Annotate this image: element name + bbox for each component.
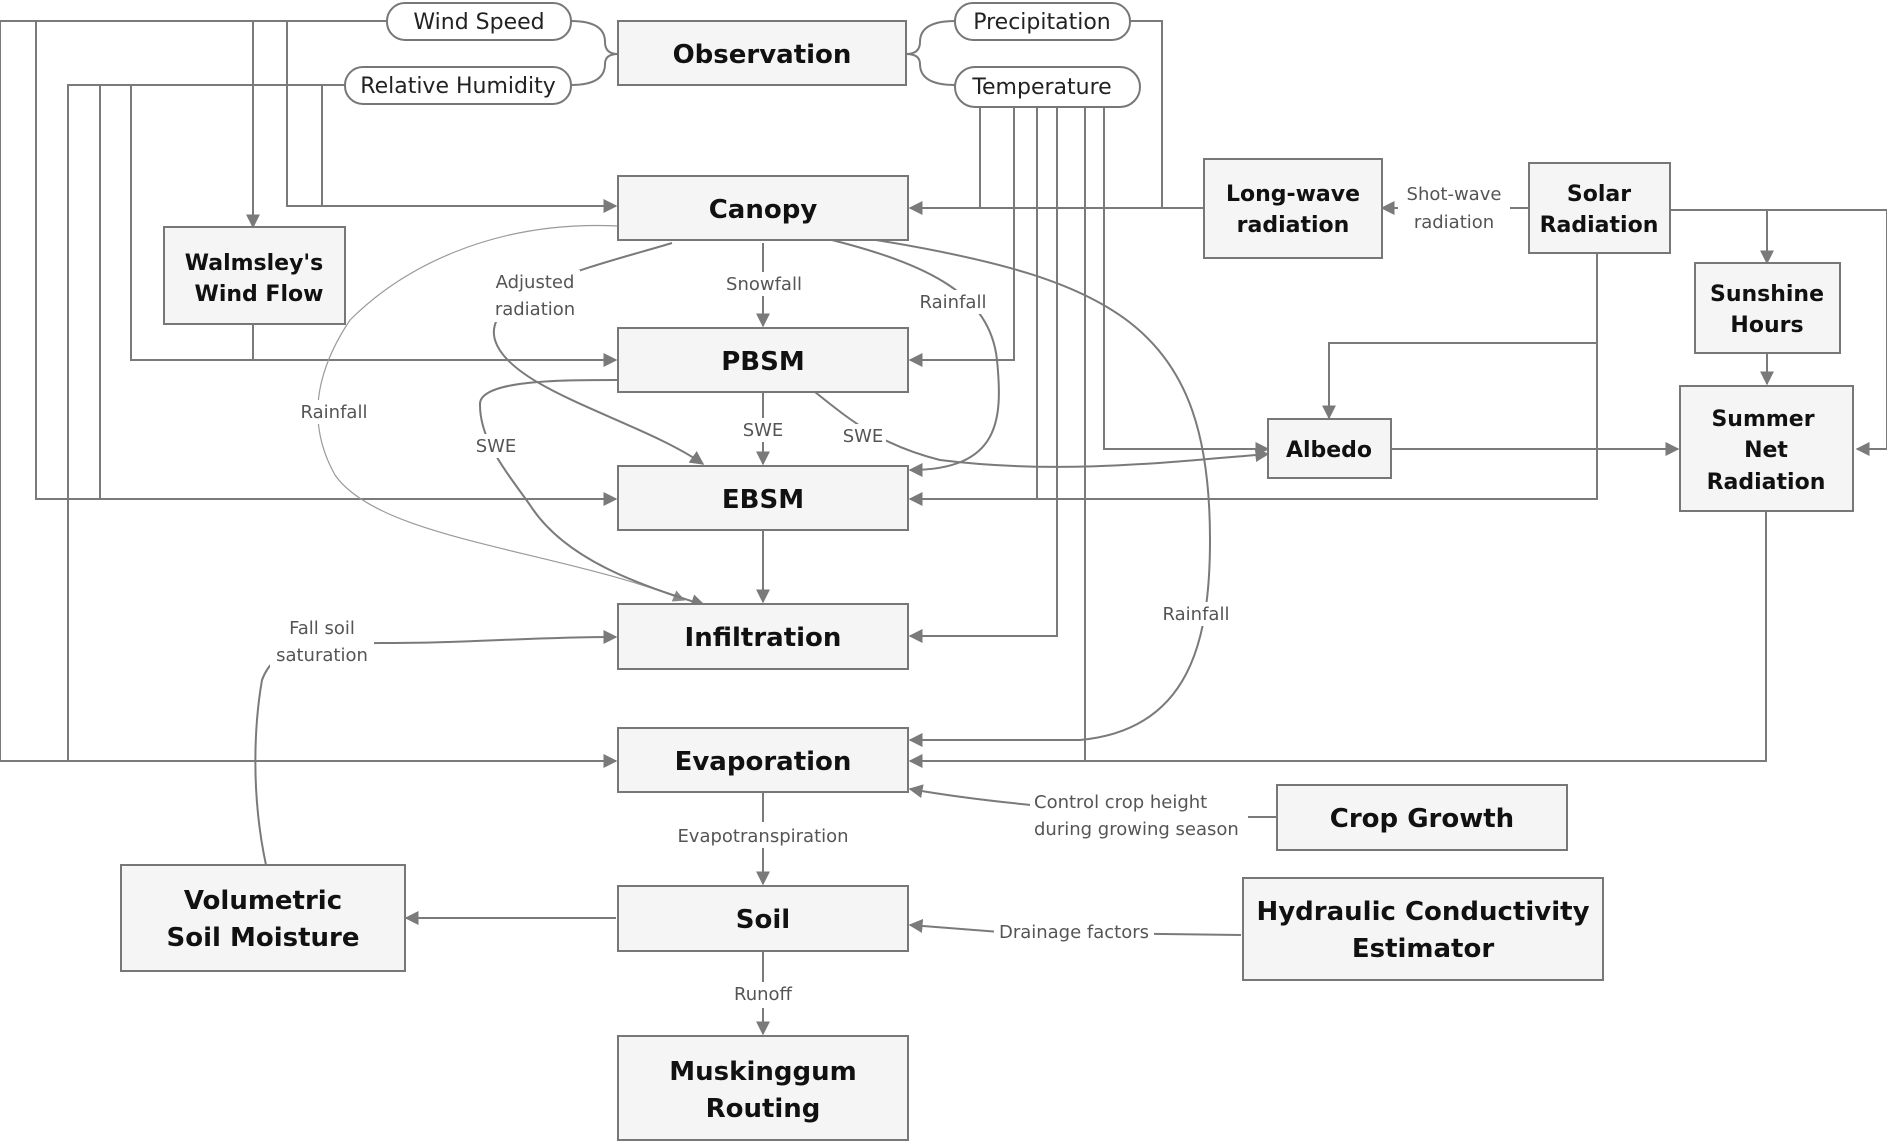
label-adjusted-line1: Adjusted: [496, 272, 575, 293]
edge-precipitation-canopy: [980, 20, 1163, 209]
node-walmsley-line1: Walmsley's: [185, 251, 324, 276]
node-soil: [617, 885, 909, 952]
node-volumetric-line1: Volumetric: [184, 886, 342, 916]
node-sunshine-line1: Sunshine: [1710, 282, 1824, 307]
label-swe-right: SWE: [843, 426, 884, 447]
edge-pbsm-infiltration-swe: [478, 379, 706, 608]
node-longwave: [1203, 158, 1383, 259]
label-drainage: Drainage factors: [999, 922, 1149, 943]
edge-temp-albedo: [1103, 107, 1270, 456]
label-snowfall: Snowfall: [726, 274, 802, 295]
edge-temp-infiltration: [908, 107, 1058, 643]
node-summer-net: [1679, 385, 1854, 512]
edge-observation-brace-left: [570, 20, 619, 86]
label-swe-left: SWE: [476, 436, 517, 457]
node-solar: [1528, 162, 1671, 254]
node-crop-growth-label: Crop Growth: [1330, 804, 1514, 834]
input-pills: Wind Speed Relative Humidity Precipitati…: [344, 2, 1141, 108]
node-infiltration: [617, 603, 909, 670]
edge-pbsm-albedo-swe: [814, 391, 1270, 468]
pill-wind-speed-label: Wind Speed: [413, 10, 544, 35]
label-control-line1: Control crop height: [1034, 792, 1207, 813]
edge-solar-summer: [1767, 209, 1887, 456]
node-ebsm-label: EBSM: [722, 485, 804, 515]
edge-solar-sunshine: [1670, 209, 1774, 265]
nodes: Observation Canopy Walmsley's Wind Flow …: [120, 20, 1854, 1141]
node-hydraulic: [1242, 877, 1604, 981]
node-albedo: [1267, 418, 1392, 479]
node-pbsm: [617, 327, 909, 393]
pill-relative-humidity: [344, 66, 572, 105]
label-adjusted-line2: radiation: [495, 299, 575, 320]
node-walmsley: [163, 226, 346, 325]
node-pbsm-label: PBSM: [721, 347, 804, 377]
edge-volumetric-infiltration: [254, 630, 618, 866]
pill-precipitation: [954, 2, 1131, 41]
node-summer-line1: Summer: [1711, 407, 1814, 432]
label-rainfall-canopy-ebsm: Rainfall: [920, 292, 987, 313]
edge-wind-speed-ebsm: [35, 21, 618, 506]
edge-temp-pbsm: [908, 107, 1015, 367]
pill-precipitation-label: Precipitation: [973, 10, 1111, 35]
node-crop-growth: [1276, 784, 1568, 851]
edge-canopy-ebsm-adjusted: [492, 242, 705, 465]
label-evapotranspiration: Evapotranspiration: [677, 826, 848, 847]
pill-wind-speed: [386, 2, 572, 41]
node-ebsm: [617, 465, 909, 531]
label-rainfall-right: Rainfall: [1163, 604, 1230, 625]
label-fall-soil-line1: Fall soil: [289, 618, 355, 639]
edge-summer-evaporation: [908, 512, 1767, 768]
node-observation: [617, 20, 907, 86]
node-volumetric-line2: Soil Moisture: [167, 923, 360, 953]
edge-observation-brace-right: [905, 20, 956, 86]
node-walmsley-line2: Wind Flow: [195, 282, 324, 307]
node-hydraulic-line1: Hydraulic Conductivity: [1256, 897, 1589, 927]
edge-solar-ebsm: [908, 254, 1598, 506]
node-summer-line2: Net: [1744, 438, 1788, 463]
node-sunshine-line2: Hours: [1730, 313, 1803, 338]
node-albedo-label: Albedo: [1286, 438, 1372, 463]
edge-canopy-evaporation-rainfall: [875, 239, 1212, 747]
edge-rh-pbsm: [130, 85, 618, 367]
node-canopy-label: Canopy: [709, 195, 818, 225]
node-canopy: [617, 175, 909, 241]
node-muskingum-line1: Muskinggum: [669, 1057, 856, 1087]
node-longwave-line2: radiation: [1237, 213, 1350, 238]
node-longwave-line1: Long-wave: [1226, 182, 1360, 207]
pill-temperature: [954, 66, 1141, 108]
edge-wind-speed-canopy: [286, 21, 618, 213]
node-observation-label: Observation: [673, 40, 852, 70]
edge-rh-evaporation: [67, 84, 345, 761]
node-solar-line2: Radiation: [1540, 213, 1659, 238]
node-evaporation-label: Evaporation: [675, 747, 852, 777]
node-evaporation: [617, 727, 909, 793]
node-muskingum: [617, 1035, 909, 1141]
pill-relative-humidity-label: Relative Humidity: [360, 74, 555, 99]
edge-wind-speed-trunk: [0, 20, 618, 768]
node-summer-line3: Radiation: [1707, 470, 1826, 495]
label-control-line2: during growing season: [1034, 819, 1239, 840]
node-sunshine: [1694, 262, 1841, 354]
label-rainfall-left: Rainfall: [301, 402, 368, 423]
node-soil-label: Soil: [736, 905, 790, 935]
label-shortwave-line1: Shot-wave: [1407, 184, 1502, 205]
label-shortwave-line2: radiation: [1414, 212, 1494, 233]
node-volumetric: [120, 864, 406, 972]
node-solar-line1: Solar: [1567, 182, 1631, 207]
edge-solar-albedo: [1322, 342, 1597, 420]
label-swe-center: SWE: [743, 420, 784, 441]
node-hydraulic-line2: Estimator: [1352, 934, 1495, 964]
node-infiltration-label: Infiltration: [685, 623, 842, 653]
pill-temperature-label: Temperature: [971, 75, 1111, 100]
node-muskingum-line2: Routing: [706, 1094, 821, 1124]
edge-canopy-ebsm-rainfall: [831, 239, 1000, 477]
edge-labels: Snowfall Adjusted radiation Rainfall Rai…: [270, 180, 1510, 1008]
label-fall-soil-line2: saturation: [276, 645, 368, 666]
label-runoff: Runoff: [734, 984, 793, 1005]
